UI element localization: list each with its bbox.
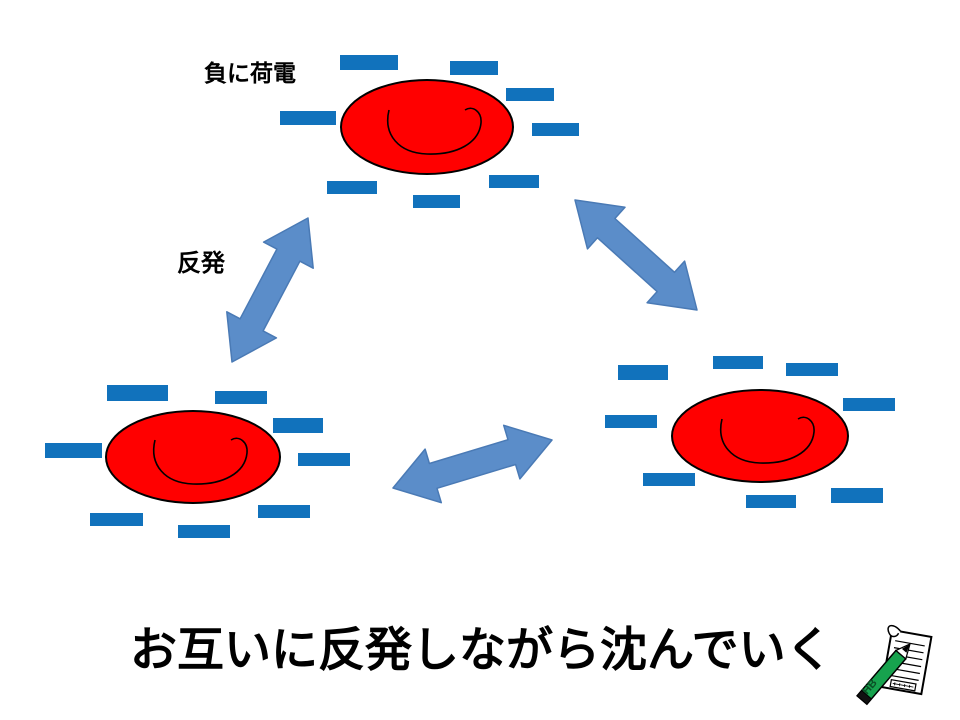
- negative-charge-rect: [713, 356, 763, 369]
- negative-charge-rect: [413, 195, 460, 208]
- repulsion-arrow-right: [574, 199, 698, 311]
- negative-charge-rect: [215, 391, 267, 404]
- negative-charge-rect: [327, 181, 377, 194]
- negative-charge-rect: [90, 513, 143, 526]
- cell-body: [671, 389, 849, 483]
- negative-charge-rect: [298, 453, 350, 466]
- repulsion-label: 反発: [177, 250, 225, 277]
- negative-charge-rect: [280, 111, 336, 125]
- negative-charge-rect: [489, 175, 539, 188]
- memo-paper: [880, 624, 933, 696]
- negative-charge-rect: [831, 488, 883, 503]
- red-blood-cell-right: [671, 389, 849, 483]
- negative-charge-rect: [786, 363, 838, 376]
- cell-body: [105, 410, 281, 504]
- repulsion-arrow-left: [226, 217, 314, 363]
- pencil-lead: [901, 644, 910, 653]
- negative-charge-rect: [605, 415, 657, 428]
- negative-charge-rect: [107, 385, 168, 401]
- negative-charge-rect: [506, 88, 554, 101]
- paper-curl: [887, 624, 902, 638]
- negative-charge-rect: [643, 473, 695, 486]
- repulsion-arrow-bottom: [392, 424, 553, 504]
- memo-pencil-icon: HB: [856, 624, 933, 706]
- negative-charge-rect: [273, 418, 323, 433]
- negative-charge-rect: [532, 123, 579, 136]
- caption-text: お互いに反発しながら沈んでいく: [130, 623, 833, 676]
- negative-charge-rect: [450, 61, 498, 75]
- negative-charge-rect: [258, 505, 310, 518]
- cell-inner-curve: [387, 107, 482, 155]
- negative-charge-rect: [746, 495, 796, 508]
- pencil: HB: [856, 642, 911, 706]
- cell-body: [340, 79, 514, 175]
- red-blood-cell-top: [340, 79, 514, 175]
- red-blood-cell-left: [105, 410, 281, 504]
- negative-charge-rect: [618, 365, 668, 380]
- negative-charge-rect: [178, 525, 230, 538]
- negative-charge-label: 負に荷電: [204, 60, 296, 86]
- cell-inner-curve: [720, 416, 815, 464]
- negative-charge-rect: [340, 55, 398, 70]
- negative-charge-rect: [45, 443, 102, 458]
- negative-charge-rect: [843, 398, 895, 411]
- cell-inner-curve: [153, 437, 248, 485]
